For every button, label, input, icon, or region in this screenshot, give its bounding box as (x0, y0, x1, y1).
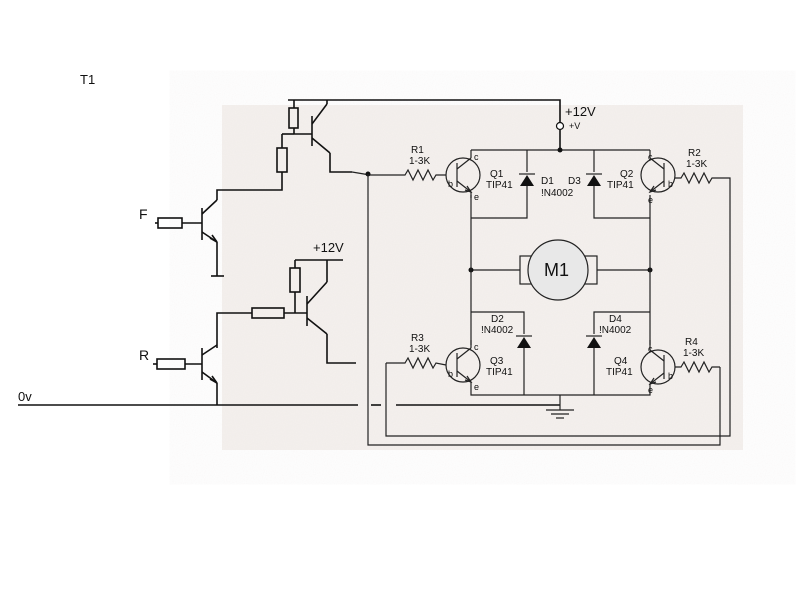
label-input-r: R (139, 347, 149, 363)
diode-d4: D4 !N4002 (586, 311, 650, 395)
svg-text:c: c (474, 342, 479, 352)
q1-model: TIP41 (486, 180, 513, 191)
r1-name: R1 (411, 145, 424, 156)
svg-text:b: b (668, 179, 673, 189)
label-supply-top-sub: +V (569, 121, 580, 131)
svg-text:e: e (474, 382, 479, 392)
r1-value: 1-3K (409, 156, 430, 167)
svg-text:b: b (448, 179, 453, 189)
d2-model: !N4002 (481, 325, 514, 336)
svg-text:c: c (474, 152, 479, 162)
r2-value: 1-3K (686, 159, 707, 170)
svg-text:e: e (648, 195, 653, 205)
d4-name: D4 (609, 314, 622, 325)
d3-name: D3 (568, 176, 581, 187)
resistor-r3: R3 1-3K (386, 333, 447, 370)
svg-text:b: b (668, 371, 673, 381)
q4-model: TIP41 (606, 367, 633, 378)
upper-pnp-transistor-f (216, 100, 352, 200)
lower-pnp-transistor-r (216, 259, 356, 364)
resistor-r4: R4 1-3K (675, 337, 720, 374)
motor-m1: M1 (519, 239, 598, 301)
svg-text:b: b (448, 369, 453, 379)
svg-text:e: e (648, 385, 653, 395)
d1-model: !N4002 (541, 188, 574, 199)
diode-d1: D1 !N4002 (471, 150, 574, 219)
q4-name: Q4 (614, 356, 628, 367)
label-supply-left: +12V (313, 240, 344, 255)
q1-name: Q1 (490, 169, 504, 180)
svg-text:e: e (474, 192, 479, 202)
input-transistor-f: F (139, 199, 224, 277)
resistor-r2: R2 1-3K (385, 148, 731, 437)
r4-value: 1-3K (683, 348, 704, 359)
label-t1: T1 (80, 72, 95, 87)
transistor-q2: b c e Q2 TIP41 (607, 150, 676, 205)
r3-value: 1-3K (409, 344, 430, 355)
supply-rail (288, 99, 565, 150)
label-input-f: F (139, 206, 148, 222)
label-supply-top: +12V (565, 104, 596, 119)
svg-text:c: c (648, 344, 653, 354)
r2-name: R2 (688, 148, 701, 159)
q3-name: Q3 (490, 356, 504, 367)
motor-label: M1 (544, 260, 569, 280)
q2-name: Q2 (620, 169, 634, 180)
ground-symbol (546, 409, 574, 419)
q3-model: TIP41 (486, 367, 513, 378)
d4-model: !N4002 (599, 325, 632, 336)
d1-name: D1 (541, 176, 554, 187)
q2-model: TIP41 (607, 180, 634, 191)
svg-text:c: c (648, 152, 653, 162)
ground-rail: 0v (18, 389, 560, 406)
input-transistor-r: R (139, 344, 218, 405)
transistor-q1: b c e Q1 TIP41 (445, 150, 513, 202)
resistor-r1: R1 1-3K (370, 145, 446, 182)
d2-name: D2 (491, 314, 504, 325)
label-ground: 0v (18, 389, 32, 404)
r3-name: R3 (411, 333, 424, 344)
r4-name: R4 (685, 337, 698, 348)
diode-d3: D3 (568, 150, 650, 219)
diode-d2: D2 !N4002 (471, 311, 532, 395)
